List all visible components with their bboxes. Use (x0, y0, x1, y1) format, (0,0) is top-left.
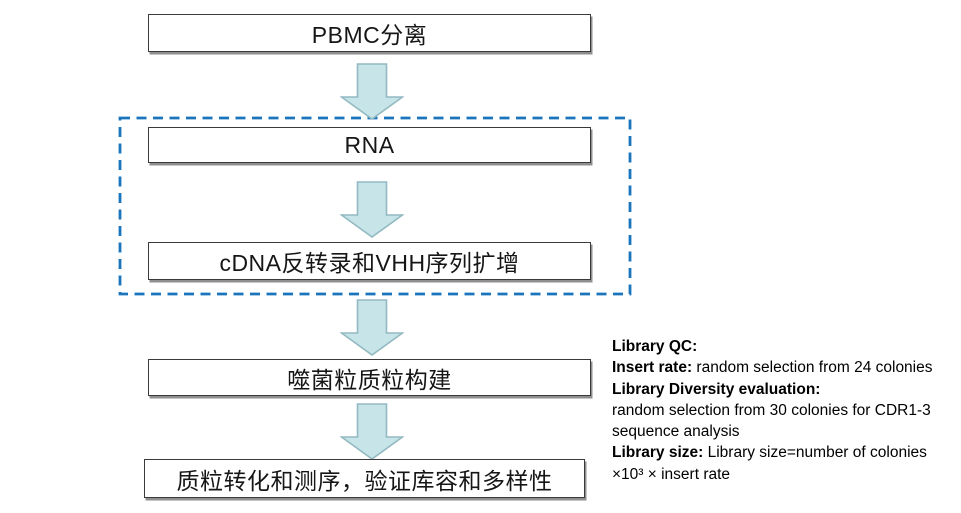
down-arrow-icon (340, 299, 404, 356)
note-line: Insert rate: random selection from 24 co… (612, 359, 933, 377)
step-label: 质粒转化和测序，验证库容和多样性 (176, 467, 553, 494)
step-label: 噬菌粒质粒构建 (287, 366, 452, 393)
step-box-rna: RNA (148, 127, 591, 163)
down-arrow-icon (340, 403, 404, 460)
step-box-transformation-sequencing: 质粒转化和测序，验证库容和多样性 (144, 459, 585, 498)
note-line: Library QC: (612, 338, 698, 355)
note-line: random selection from 30 colonies for CD… (612, 401, 931, 419)
step-label: RNA (344, 131, 395, 158)
step-label: cDNA反转录和VHH序列扩增 (219, 250, 520, 276)
down-arrow-icon (340, 63, 404, 120)
note-line: sequence analysis (612, 423, 740, 441)
dashed-group-outline (118, 116, 632, 296)
step-label: PBMC分离 (311, 22, 428, 48)
step-box-pbmc-separation: PBMC分离 (148, 14, 591, 52)
step-box-cdna-vhh-amplification: cDNA反转录和VHH序列扩增 (148, 242, 591, 280)
down-arrow-icon (340, 181, 404, 238)
library-qc-note: Library QC: Insert rate: random selectio… (612, 336, 961, 485)
note-line: Library size: Library size=number of col… (612, 444, 927, 462)
note-line: Library Diversity evaluation: (612, 380, 821, 398)
step-box-phagemid-construction: 噬菌粒质粒构建 (148, 359, 591, 396)
note-line: ×10³ × insert rate (612, 465, 731, 483)
